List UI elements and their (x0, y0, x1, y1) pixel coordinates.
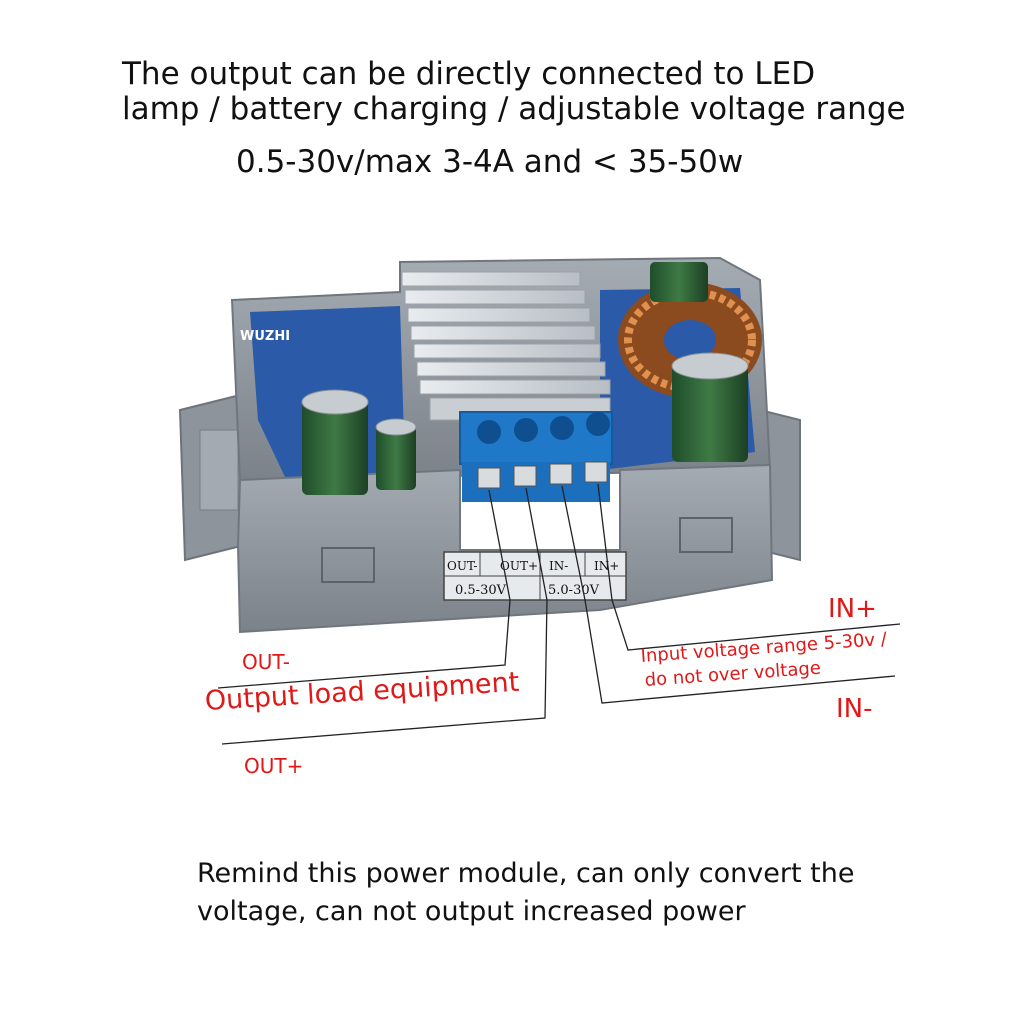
footer-line-2: voltage, can not output increased power (197, 896, 746, 927)
case-clip-right (679, 517, 733, 553)
terminal-label-in-plus: IN+ (594, 559, 619, 573)
callout-lines (217, 483, 901, 745)
terminal-block (459, 411, 613, 502)
label-out-plus: OUT+ (244, 754, 304, 778)
pcb-brand-label: WUZHI (240, 329, 290, 344)
capacitor-left-small (375, 418, 417, 490)
capacitor-right-top (650, 262, 708, 302)
case-ear-left-clip (199, 429, 239, 511)
header-line-3: 0.5-30v/max 3-4A and < 35-50w (236, 144, 744, 180)
header-line-1: The output can be directly connected to … (122, 56, 816, 92)
label-out-minus: OUT- (242, 650, 290, 674)
terminal-label-out-plus: OUT+ (500, 559, 538, 573)
label-in-minus: IN- (836, 694, 873, 724)
leader-in-minus (561, 485, 896, 704)
terminal-label-out-minus: OUT- (447, 559, 477, 573)
capacitor-right-large (671, 352, 749, 462)
capacitor-left-large (301, 389, 369, 495)
heatsink (401, 271, 611, 421)
label-in-plus: IN+ (828, 594, 877, 624)
case-front (236, 463, 774, 634)
header-line-2: lamp / battery charging / adjustable vol… (122, 91, 906, 127)
range-out-label: 0.5-30V (455, 583, 507, 598)
range-in-label: 5.0-30V (548, 583, 600, 598)
leader-in-plus (597, 483, 901, 651)
footer-line-1: Remind this power module, can only conve… (197, 858, 855, 889)
leader-out-minus (217, 489, 511, 689)
terminal-label-in-minus: IN- (549, 559, 568, 573)
case-clip-left (321, 547, 375, 583)
leader-out-plus (221, 487, 548, 745)
terminal-label-plate: OUT- OUT+ IN- IN+ 0.5-30V 5.0-30V (443, 551, 627, 601)
